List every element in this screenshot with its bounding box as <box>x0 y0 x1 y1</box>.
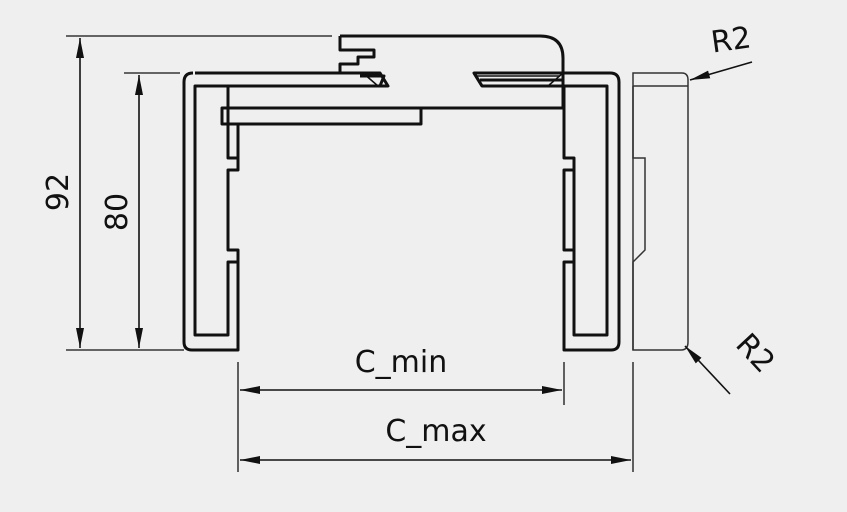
side-view <box>632 72 689 351</box>
profile-cross-section <box>182 34 621 352</box>
extension-lines <box>66 35 634 472</box>
dimension-lines <box>76 38 753 464</box>
radius-label-top: R2 <box>709 20 753 60</box>
right-latch <box>472 72 563 87</box>
right-leg-inner <box>564 84 609 337</box>
left-leg-outline <box>193 71 390 337</box>
dim-label-80: 80 <box>100 193 135 231</box>
radius-label-bottom: R2 <box>729 327 782 380</box>
top-body-outline <box>338 34 565 108</box>
side-view-notch <box>632 86 646 350</box>
flat-bar <box>220 106 423 126</box>
left-latch <box>360 74 386 87</box>
leader-r2-top <box>689 61 753 81</box>
right-leg-outline <box>472 71 621 352</box>
dim-label-cmax: C_max <box>385 414 486 449</box>
latch-details <box>362 72 564 87</box>
left-leg-outer <box>182 71 240 352</box>
dim-label-cmin: C_min <box>355 345 448 380</box>
leader-r2-bottom <box>684 345 731 395</box>
side-view-outline <box>632 72 689 351</box>
dim-label-92: 92 <box>41 173 76 211</box>
